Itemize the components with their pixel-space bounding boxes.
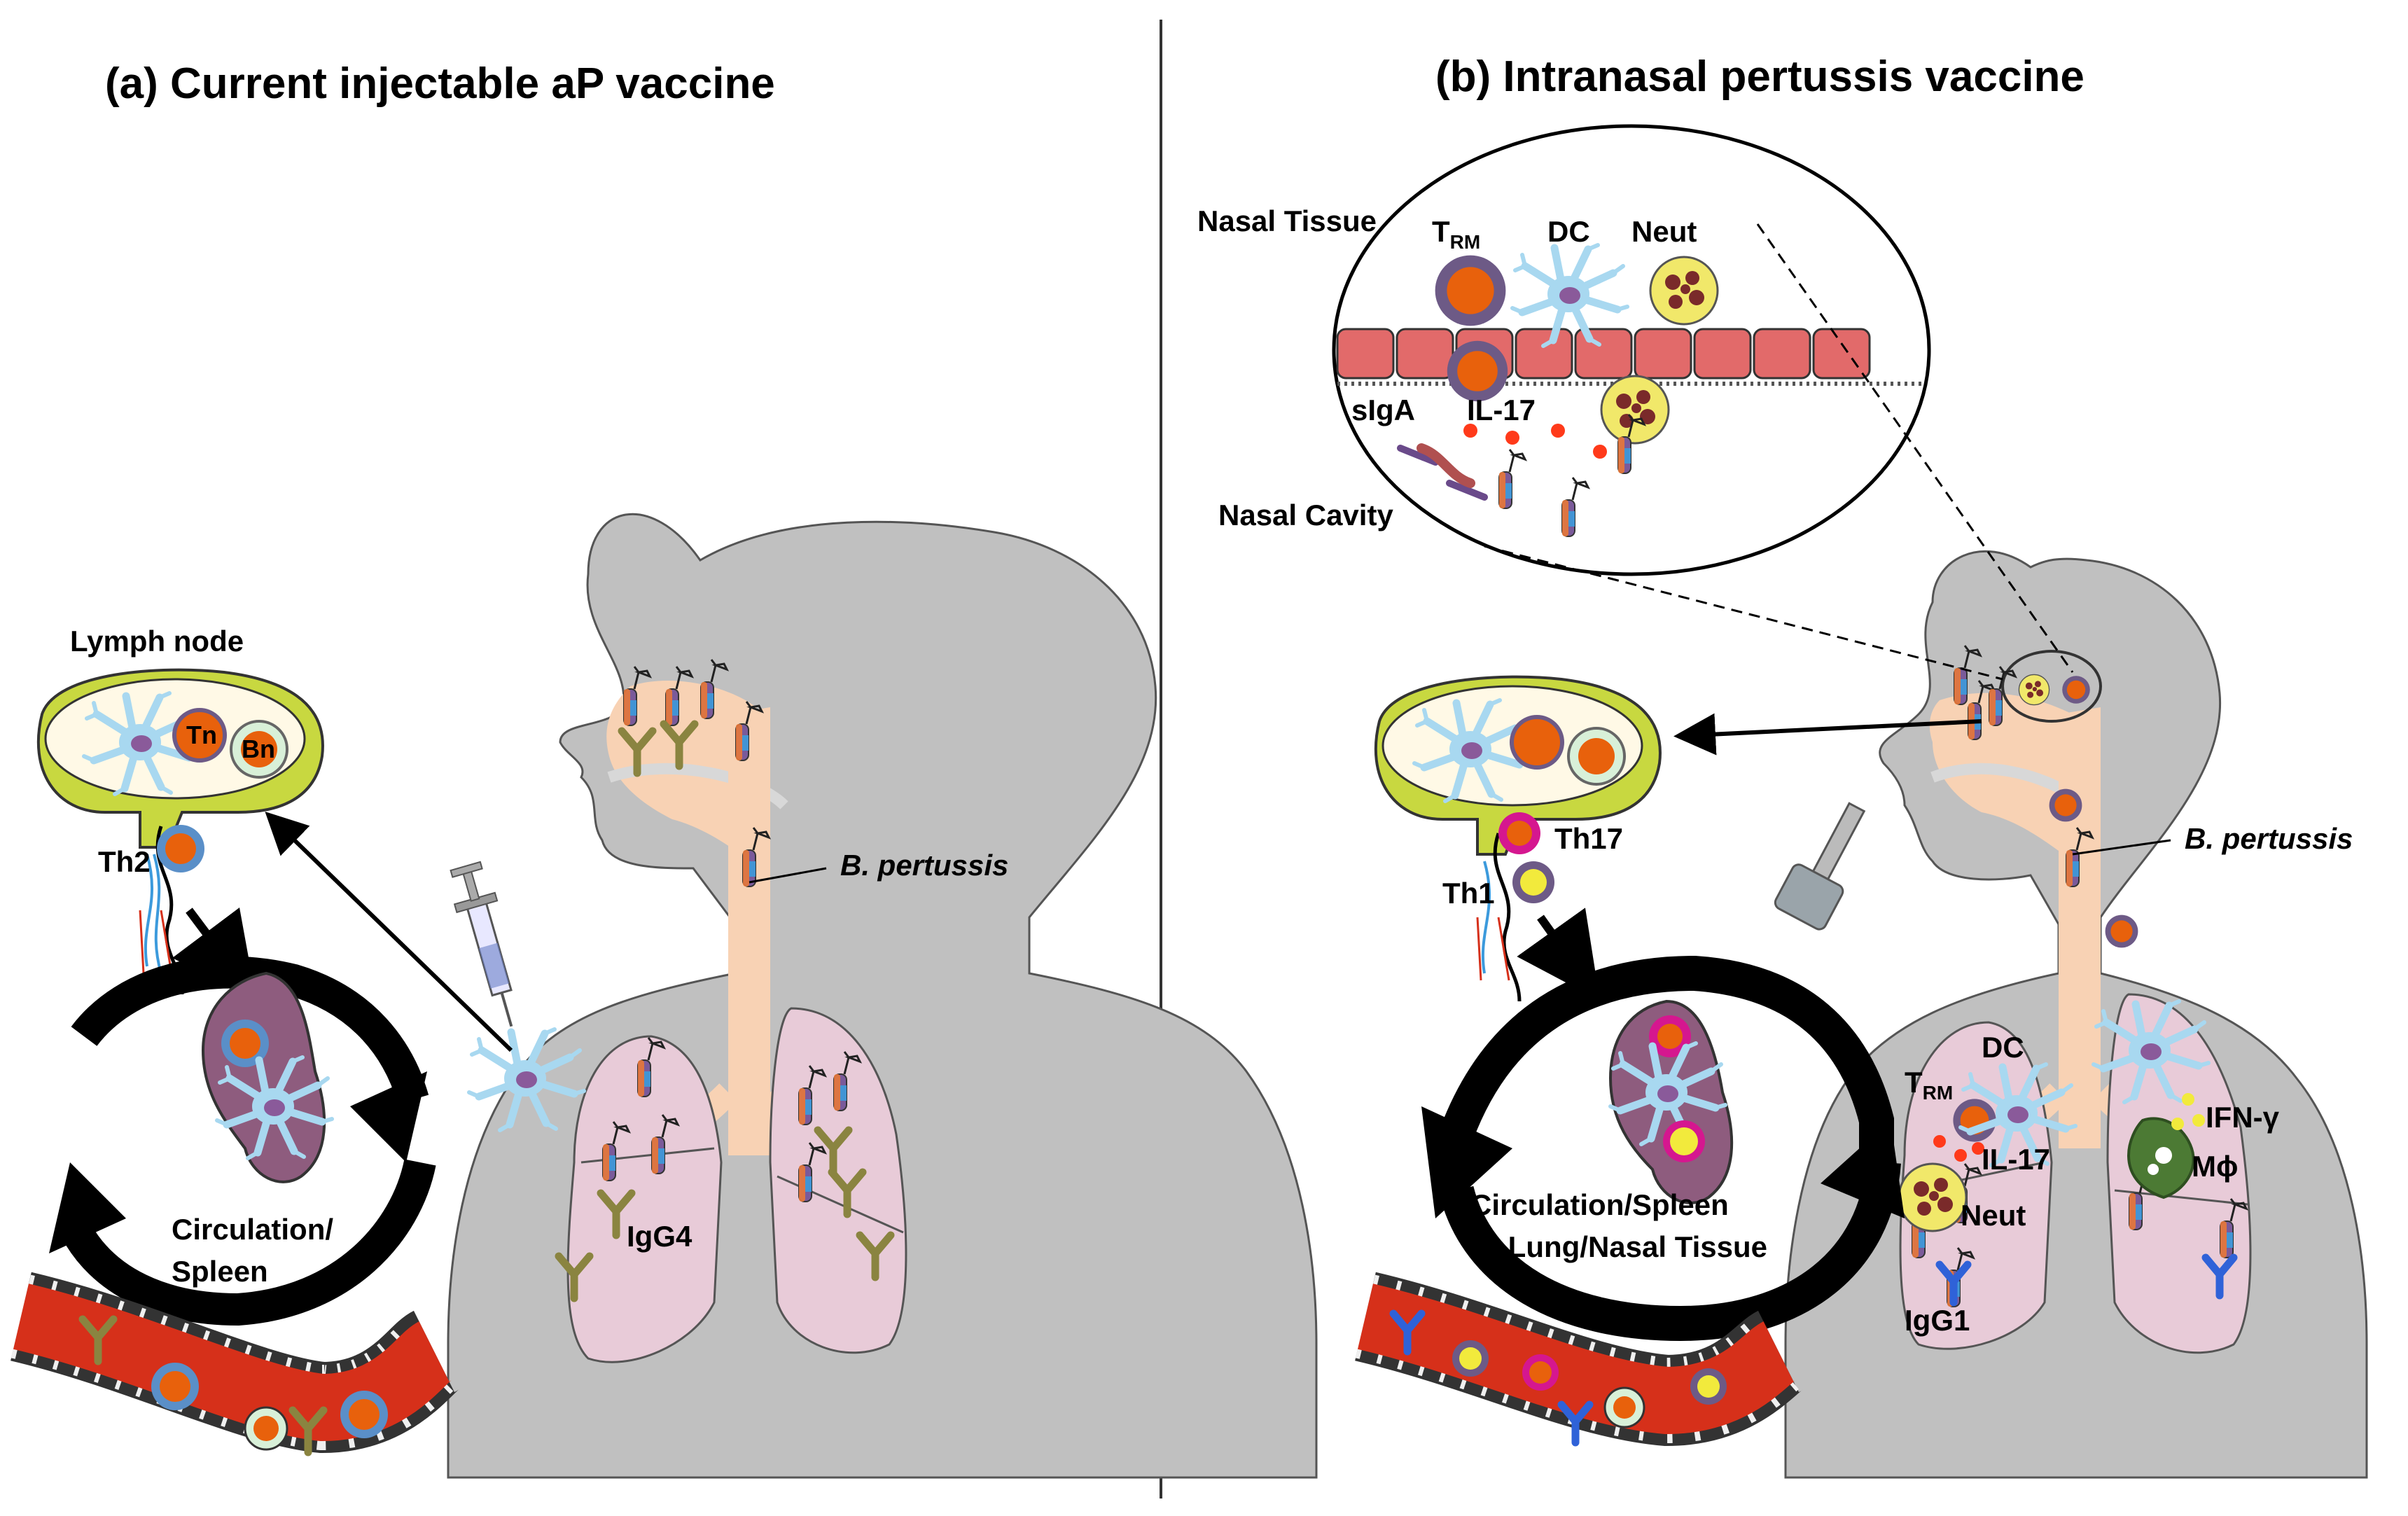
dc-inset-label: DC xyxy=(1547,215,1590,248)
trm-inset-label: TRM xyxy=(1432,215,1480,253)
nasal-cavity-label: Nasal Cavity xyxy=(1218,499,1393,531)
macrophage-lung xyxy=(2127,1117,2195,1199)
ifn-gamma-label: IFN-γ xyxy=(2206,1101,2280,1134)
pathogen-pointer-a xyxy=(749,867,827,884)
nasal-tissue-inset xyxy=(1332,124,1931,576)
il17-dots-inset xyxy=(1463,424,1607,459)
body-silhouette-b xyxy=(1784,550,2368,1479)
il17-dots-lung xyxy=(1933,1135,1984,1162)
nasal-spray-icon xyxy=(1774,802,1866,931)
ifn-gamma-dots xyxy=(2171,1093,2205,1130)
circulation-loop-b xyxy=(1421,955,1905,1342)
circulation-loop-a xyxy=(49,956,436,1326)
il17-lung-label: IL-17 xyxy=(1982,1143,2050,1176)
pathogen-label-b: B. pertussis xyxy=(2185,822,2353,855)
syringe-icon xyxy=(450,861,513,1027)
trm-cell-neck xyxy=(2105,915,2138,948)
body-silhouette-a xyxy=(447,513,1318,1479)
pathogen-pointer-b xyxy=(2072,839,2171,856)
trm-cell-lung xyxy=(1953,1099,1996,1142)
pathogen-label-a: B. pertussis xyxy=(840,849,1008,882)
il17-inset-label: IL-17 xyxy=(1467,394,1536,426)
tn-label: Tn xyxy=(186,721,217,749)
zoom-line-lower xyxy=(1484,545,2003,681)
neut-lung-label: Neut xyxy=(1961,1199,2026,1232)
arrow-to-lymph-node-a xyxy=(265,812,513,1052)
panel-a-title: (a) Current injectable aP vaccine xyxy=(105,60,775,108)
macrophage-label: Mϕ xyxy=(2192,1150,2238,1183)
igg4-label: IgG4 xyxy=(627,1220,693,1253)
lymph-node-label: Lymph node xyxy=(70,625,244,658)
neutrophil-lung xyxy=(1898,1162,1968,1232)
igg1-label: IgG1 xyxy=(1905,1304,1970,1337)
bn-label: Bn xyxy=(242,735,275,763)
th1-cell xyxy=(1512,861,1554,903)
circulation-label-line1: Circulation/ xyxy=(172,1213,333,1246)
nasal-tissue-label: Nasal Tissue xyxy=(1197,204,1377,237)
th17-label: Th17 xyxy=(1554,822,1623,855)
circulation-label-line2: Spleen xyxy=(172,1255,268,1288)
blood-vessel-b xyxy=(1355,1272,1804,1442)
neut-inset-label: Neut xyxy=(1631,215,1697,248)
th2-cell xyxy=(157,825,204,872)
panel-b-title: (b) Intranasal pertussis vaccine xyxy=(1435,53,2085,101)
siga-label: sIgA xyxy=(1351,394,1415,426)
lymph-node-a xyxy=(36,668,324,995)
trm-lung-label: TRM xyxy=(1905,1066,1953,1104)
lymph-node-b xyxy=(1374,675,1662,1002)
blood-vessel-a xyxy=(10,1272,461,1452)
th2-label: Th2 xyxy=(98,845,151,878)
dc-lung-label: DC xyxy=(1982,1031,2024,1064)
circulation-b-line1: Circulation/Spleen xyxy=(1470,1188,1729,1221)
zoom-line-upper xyxy=(1756,223,2074,673)
arrow-to-circulation-b xyxy=(1517,907,1600,1001)
circulation-b-line2: → Lung/Nasal Tissue xyxy=(1470,1230,1767,1263)
arrow-to-lymph-node-b xyxy=(1673,713,1982,756)
trm-cell-nose-1 xyxy=(2049,788,2082,822)
th1-label: Th1 xyxy=(1442,877,1495,910)
th17-cell xyxy=(1498,812,1540,854)
siga-antibodies xyxy=(1397,443,1488,501)
